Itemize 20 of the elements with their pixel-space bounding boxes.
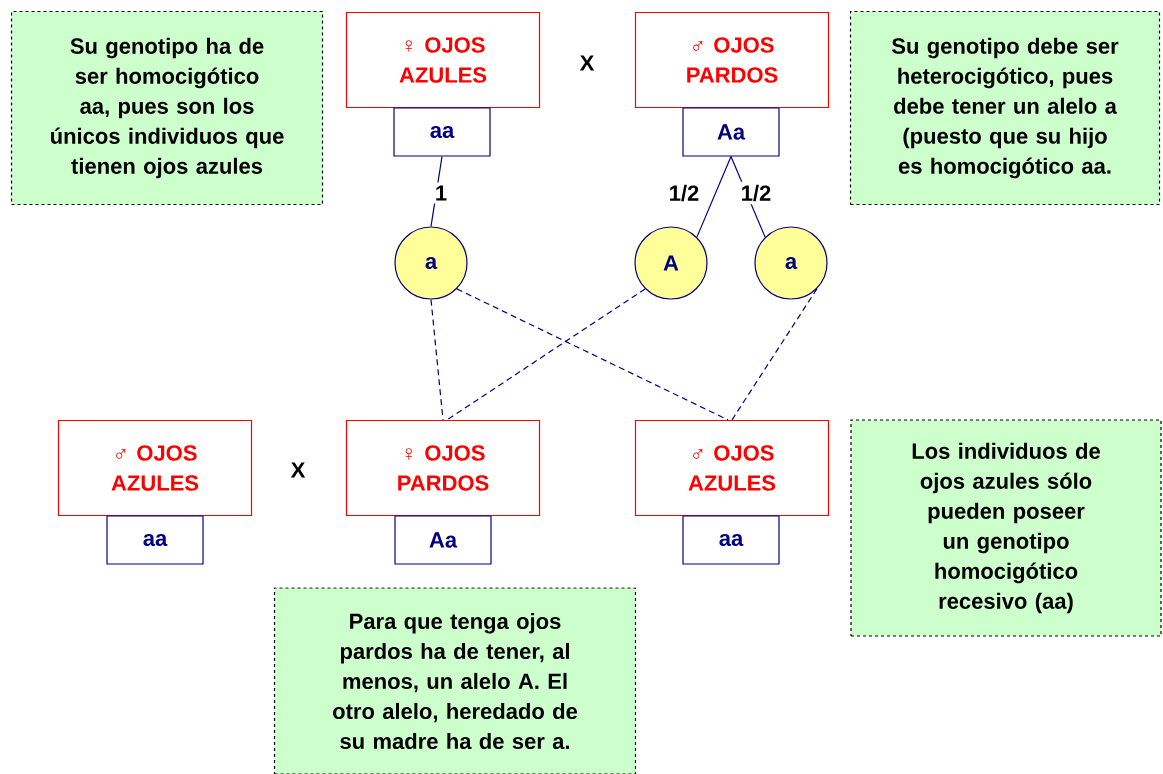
note-box: Los individuos de ojos azules sólo pueden poseer un genotipo homocigótico recesivo (aa) (850, 419, 1162, 637)
note-box: Su genotipo ha de ser homocigótico aa, pues son los únicos individuos que tienen ojos azules (10, 10, 324, 206)
genotype-box: Aa (394, 515, 492, 565)
cross-symbol: X (290, 462, 306, 478)
genotype-box: Aa (682, 107, 780, 157)
genotype-box: aa (682, 515, 780, 565)
connector-line (696, 156, 732, 238)
cross-symbol: X (579, 55, 595, 71)
connector-line (430, 299, 444, 421)
connector-line (731, 288, 818, 421)
genotype-box: aa (393, 107, 491, 157)
probability-label: 1/2 (737, 181, 775, 205)
note-box: Su genotipo debe ser heterocigótico, pues debe tener un alelo a (puesto que su hijo es homocigótico aa. (849, 10, 1161, 206)
connector-line (456, 288, 729, 421)
note-box: Para que tenga ojos pardos ha de tener, al menos, un alelo A. El otro alelo, heredado de su madre ha de ser a. (273, 587, 637, 774)
connector-line (446, 288, 646, 421)
connector-line (430, 156, 443, 227)
genotype-box: aa (106, 515, 204, 565)
probability-label: 1 (431, 182, 451, 204)
probability-label: 1/2 (665, 181, 703, 205)
